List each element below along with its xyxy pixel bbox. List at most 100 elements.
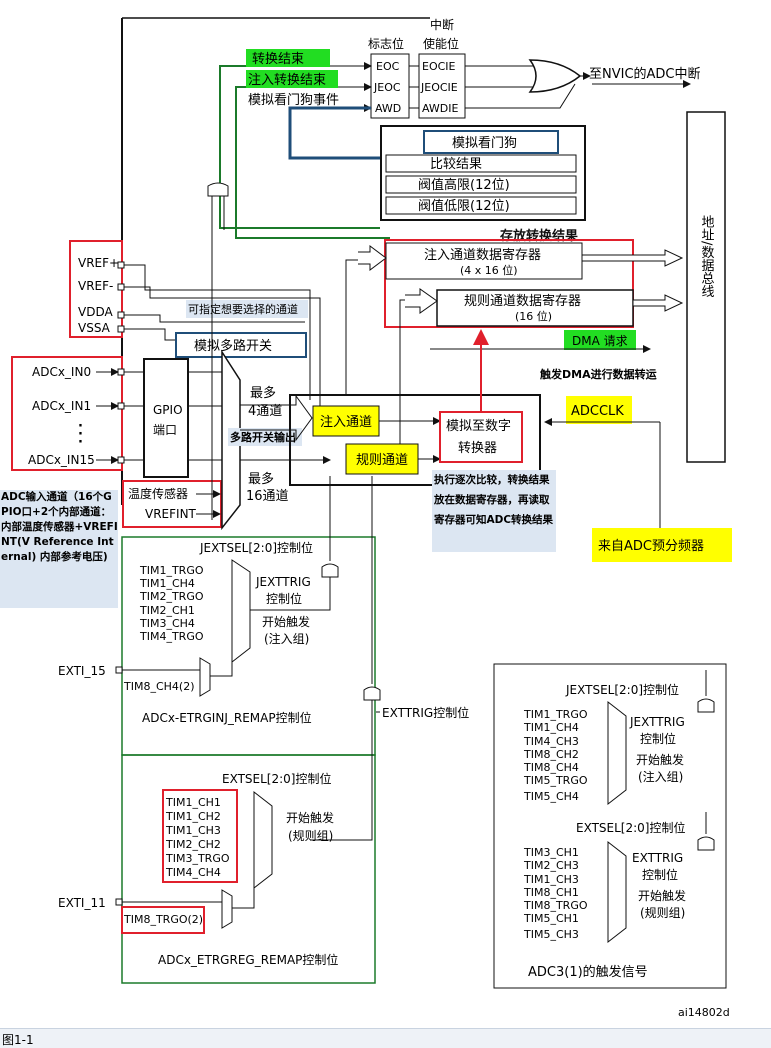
mux-up-to-2: 最多 bbox=[248, 471, 274, 487]
adcclk-label: ADCCLK bbox=[571, 404, 624, 419]
adc3-jexttrig-2: 控制位 bbox=[640, 731, 676, 746]
watchdog-title: 模拟看门狗 bbox=[452, 135, 517, 151]
adc3-extsel: EXTSEL[2:0]控制位 bbox=[576, 820, 685, 835]
mux-4-channels: 4通道 bbox=[248, 404, 282, 419]
adc3-exttrig-1: EXTTRIG bbox=[632, 851, 683, 865]
vref-plus: VREF+ bbox=[78, 256, 119, 270]
bus-label: 地址/数据总线 bbox=[699, 215, 715, 298]
interrupt-header-1: 中断 bbox=[430, 17, 454, 32]
event-labels: 转换结束 注入转换结束 模拟看门狗事件 bbox=[219, 49, 390, 239]
exti15-label: EXTI_15 bbox=[58, 664, 106, 678]
nvic-label: 至NVIC的ADC中断 bbox=[589, 66, 701, 82]
awdie-bit: AWDIE bbox=[422, 102, 459, 115]
mux-title: 模拟多路开关 bbox=[194, 338, 272, 354]
injected-trigger: JEXTSEL[2:0]控制位 TIM1_TRGO TIM1_CH4 TIM2_… bbox=[58, 476, 376, 756]
caption-bar: 图1-1 bbox=[0, 1028, 771, 1048]
eoc-flag: EOC bbox=[376, 60, 400, 73]
inj-src-1: TIM1_CH4 bbox=[139, 577, 195, 590]
store-result-label: 存放转换结果 bbox=[500, 228, 578, 244]
extsel-label: EXTSEL[2:0]控制位 bbox=[222, 771, 331, 786]
mux-output-note: 多路开关输出 bbox=[230, 430, 296, 444]
adc3-reg-0: TIM3_CH1 bbox=[523, 846, 579, 859]
adc-in0: ADCx_IN0 bbox=[32, 365, 91, 379]
inj-remap-label: ADCx-ETRGINJ_REMAP控制位 bbox=[142, 710, 312, 725]
address-data-bus: 地址/数据总线 bbox=[686, 111, 726, 463]
adc-inputs-note: ADC输入通道（16个GPIO口+2个内部通道：内部温度传感器+VREFINT(… bbox=[1, 491, 118, 563]
conversion-note: 执行逐次比较，转换结果放在数据寄存器，再读取寄存器可知ADC转换结果 bbox=[434, 474, 554, 526]
adc-in15: ADCx_IN15 bbox=[28, 453, 95, 467]
adc3-inj-0: TIM1_TRGO bbox=[523, 708, 588, 721]
adc3-reg-2: TIM1_CH3 bbox=[523, 873, 579, 886]
ellipsis-dot-2: · bbox=[78, 427, 83, 442]
ellipsis-dot-3: · bbox=[78, 435, 83, 450]
inj-src-5: TIM4_TRGO bbox=[139, 630, 204, 643]
low-threshold: 阀值低限(12位) bbox=[418, 198, 510, 214]
reg-remap-label: ADCx_ETRGREG_REMAP控制位 bbox=[158, 952, 338, 967]
figure-id: ai14802d bbox=[678, 1006, 730, 1019]
vref-minus: VREF- bbox=[78, 279, 113, 293]
adc3-inj-3: TIM8_CH2 bbox=[523, 748, 579, 761]
adc-core: 注入通道 规则通道 模拟至数字 转换器 ADCCLK 执行逐次比较，转换结果放在… bbox=[207, 182, 732, 562]
adc-label-2: 转换器 bbox=[458, 441, 497, 456]
interrupt-header-2: 使能位 bbox=[423, 36, 459, 51]
adc3-inj-2: TIM4_CH3 bbox=[523, 735, 579, 748]
reg-start-1: 开始触发 bbox=[286, 810, 334, 825]
status-flags: 标志位 中断 使能位 EOC JEOC AWD EOCIE JEOCIE AWD… bbox=[368, 17, 701, 119]
analog-mux: 模拟多路开关 最多 4通道 多路开关输出 最多 16通道 bbox=[175, 332, 331, 531]
reg-src-4: TIM3_TRGO bbox=[165, 852, 230, 865]
reg-src-5: TIM4_CH4 bbox=[165, 866, 221, 879]
jexttrig-2: 控制位 bbox=[266, 591, 302, 606]
regular-register-size: (16 位) bbox=[515, 309, 552, 323]
regular-register: 规则通道数据寄存器 bbox=[464, 293, 581, 309]
adc3-triggers: JEXTSEL[2:0]控制位 TIM1_TRGO TIM1_CH4 TIM4_… bbox=[493, 663, 727, 989]
adc-label-1: 模拟至数字 bbox=[446, 419, 511, 434]
data-registers: 存放转换结果 注入通道数据寄存器 (4 x 16 位) 规则通道数据寄存器 (1… bbox=[358, 228, 684, 381]
adc3-reg-6: TIM5_CH3 bbox=[523, 928, 579, 941]
mux-16-channels: 16通道 bbox=[246, 489, 289, 504]
eocie-bit: EOCIE bbox=[422, 60, 456, 73]
jeocie-bit: JEOCIE bbox=[420, 81, 458, 94]
adc3-reg-1: TIM2_CH3 bbox=[523, 859, 579, 872]
vrefint: VREFINT bbox=[145, 507, 197, 521]
figure-caption: 图1-1 bbox=[2, 1033, 34, 1047]
prescaler-label: 来自ADC预分频器 bbox=[598, 539, 704, 554]
reg-src-1: TIM1_CH2 bbox=[165, 810, 221, 823]
injected-channel: 注入通道 bbox=[320, 415, 372, 430]
adc3-inj-4: TIM8_CH4 bbox=[523, 761, 579, 774]
inputs: VREF+ VREF- VDDA VSSA 可指定想要选择的通道 ADCx_IN… bbox=[0, 240, 321, 608]
inj-start-2: (注入组) bbox=[264, 631, 309, 646]
conversion-end-label: 转换结束 bbox=[252, 52, 304, 67]
jexttrig-1: JEXTTRIG bbox=[255, 575, 311, 589]
injected-register: 注入通道数据寄存器 bbox=[424, 247, 541, 263]
adc3-jextsel: JEXTSEL[2:0]控制位 bbox=[565, 682, 679, 697]
ellipsis-dot-1: · bbox=[78, 419, 83, 434]
inj-src-4: TIM3_CH4 bbox=[139, 617, 195, 630]
adc3-reg-start-1: 开始触发 bbox=[638, 888, 686, 903]
jeoc-flag: JEOC bbox=[373, 81, 401, 94]
dma-request: DMA 请求 bbox=[572, 334, 628, 348]
gpio-label-1: GPIO bbox=[153, 403, 183, 417]
tim8-trgo: TIM8_TRGO(2) bbox=[123, 913, 203, 926]
adc3-inj-1: TIM1_CH4 bbox=[523, 721, 579, 734]
gpio-label-2: 端口 bbox=[153, 423, 177, 437]
compare-result: 比较结果 bbox=[430, 157, 482, 172]
jextsel-label: JEXTSEL[2:0]控制位 bbox=[199, 540, 313, 555]
inj-src-3: TIM2_CH1 bbox=[139, 604, 195, 617]
inj-src-2: TIM2_TRGO bbox=[139, 590, 204, 603]
vdda: VDDA bbox=[78, 305, 113, 319]
reg-src-3: TIM2_CH2 bbox=[165, 838, 221, 851]
adc3-inj-5: TIM5_TRGO bbox=[523, 774, 588, 787]
regular-channel: 规则通道 bbox=[356, 453, 408, 468]
adc3-exttrig-2: 控制位 bbox=[642, 867, 678, 882]
reg-start-2: (规则组) bbox=[288, 828, 333, 843]
vssa: VSSA bbox=[78, 321, 111, 335]
exttrig-label: EXTTRIG控制位 bbox=[382, 705, 469, 720]
inj-src-0: TIM1_TRGO bbox=[139, 564, 204, 577]
adc3-reg-start-2: (规则组) bbox=[640, 905, 685, 920]
adc-in1: ADCx_IN1 bbox=[32, 399, 91, 413]
flag-header: 标志位 bbox=[368, 36, 404, 51]
watchdog-event-label: 模拟看门狗事件 bbox=[248, 92, 339, 108]
regular-trigger: EXTTRIG控制位 EXTSEL[2:0]控制位 TIM1_CH1 TIM1_… bbox=[58, 476, 469, 984]
tim8-ch4: TIM8_CH4(2) bbox=[123, 680, 195, 693]
